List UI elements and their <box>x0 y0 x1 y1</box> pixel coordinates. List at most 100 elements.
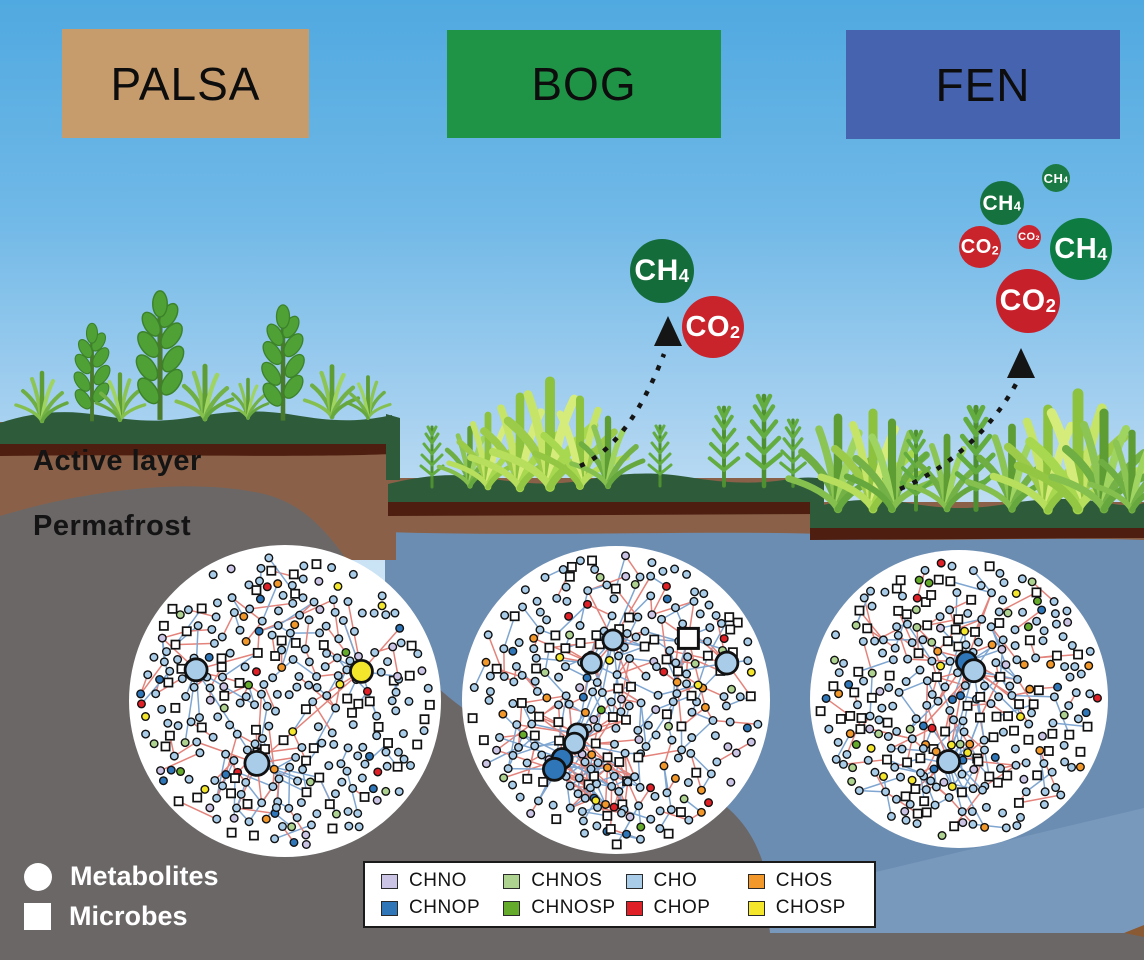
metabolite-node <box>1037 605 1047 615</box>
metabolite-node <box>344 821 354 831</box>
metabolite-node <box>636 698 646 708</box>
metabolite-node <box>469 683 479 693</box>
metabolite-hub-node <box>714 650 740 676</box>
microbe-node <box>920 597 931 607</box>
metabolite-node <box>1018 607 1028 617</box>
metabolite-node <box>342 766 352 776</box>
metabolite-node <box>1067 641 1077 651</box>
metabolite-node <box>947 695 957 705</box>
metabolite-node <box>368 784 378 794</box>
microbe-node <box>560 643 571 654</box>
metabolite-node <box>423 683 433 693</box>
metabolite-node <box>271 803 281 813</box>
metabolite-node <box>526 809 536 819</box>
metabolite-node <box>977 614 987 624</box>
metabolite-node <box>212 598 222 608</box>
metabolite-node <box>575 683 585 693</box>
metabolite-node <box>961 640 971 650</box>
network-edge <box>473 661 487 688</box>
metabolite-node <box>327 563 337 573</box>
metabolite-node <box>945 656 955 666</box>
microbe-node <box>1024 635 1035 646</box>
network-edge <box>140 661 165 695</box>
metabolite-node <box>313 722 323 732</box>
microbe-node <box>856 713 867 723</box>
metabolite-node <box>259 679 269 689</box>
metabolite-node <box>686 748 696 758</box>
metabolite-node <box>287 822 297 832</box>
microbe-node <box>686 690 697 701</box>
metabolite-node <box>946 740 956 750</box>
metabolite-node <box>1010 744 1020 754</box>
metabolite-node <box>731 748 741 758</box>
metabolite-node <box>900 806 910 816</box>
microbe-node <box>661 709 672 720</box>
metabolite-node <box>324 761 334 771</box>
network-edge <box>972 823 1007 829</box>
metabolite-node <box>986 699 996 709</box>
metabolite-node <box>388 642 398 652</box>
metabolite-node <box>879 772 889 782</box>
metabolite-node <box>1011 760 1021 770</box>
metabolite-node <box>677 745 687 755</box>
metabolite-node <box>742 723 752 733</box>
metabolite-node <box>298 764 308 774</box>
metabolite-node <box>980 822 990 832</box>
metabolite-node <box>870 767 880 777</box>
network-edge <box>882 776 893 817</box>
metabolite-node <box>958 818 968 828</box>
metabolite-node <box>945 605 955 615</box>
metabolite-node <box>960 681 970 691</box>
metabolite-node <box>670 773 680 783</box>
metabolite-node <box>834 668 844 678</box>
network-edge <box>979 676 1002 718</box>
metabolite-node <box>315 628 325 638</box>
metabolite-node <box>1027 577 1037 587</box>
metabolite-node <box>509 677 519 687</box>
metabolite-node <box>405 760 415 770</box>
metabolite-node <box>382 761 392 771</box>
metabolite-hub-node <box>349 658 374 684</box>
metabolite-node <box>1067 762 1077 772</box>
metabolite-node <box>292 813 302 823</box>
microbe-node <box>290 588 301 599</box>
bottom-soil-sliver <box>1124 925 1144 937</box>
metabolite-node <box>1039 626 1049 636</box>
microbe-node <box>866 692 877 703</box>
legend-item-chnos: CHNOS <box>503 869 619 894</box>
microbe-node <box>1003 711 1013 722</box>
metabolite-node <box>671 658 681 668</box>
metabolite-node <box>143 670 153 680</box>
metabolite-node <box>1027 708 1037 718</box>
metabolite-node <box>1084 661 1094 671</box>
metabolite-node <box>700 702 710 712</box>
metabolite-node <box>204 652 214 662</box>
metabolite-node <box>743 656 753 666</box>
metabolite-node <box>1013 674 1023 684</box>
metabolite-node <box>1038 636 1048 646</box>
metabolite-node <box>937 831 947 841</box>
microbe-node <box>994 618 1005 628</box>
microbe-node <box>942 636 953 647</box>
metabolite-node <box>542 615 552 625</box>
metabolite-node <box>845 729 855 739</box>
network-edge <box>332 599 340 639</box>
metabolite-node <box>291 752 301 762</box>
microbe-node <box>160 741 171 752</box>
metabolite-node <box>890 643 900 653</box>
metabolite-node <box>727 684 737 694</box>
metabolite-node <box>261 814 271 824</box>
metabolite-node <box>175 610 185 620</box>
metabolite-node <box>1017 574 1027 584</box>
microbe-node <box>900 791 911 802</box>
metabolite-node <box>331 809 341 819</box>
metabolite-node <box>612 670 622 680</box>
metabolite-node <box>609 594 619 604</box>
metabolite-node <box>969 764 979 774</box>
microbe-node <box>308 743 319 754</box>
metabolite-node <box>907 638 917 648</box>
microbe-node <box>163 677 174 688</box>
network-edge <box>304 619 310 650</box>
network-edge <box>237 771 274 788</box>
